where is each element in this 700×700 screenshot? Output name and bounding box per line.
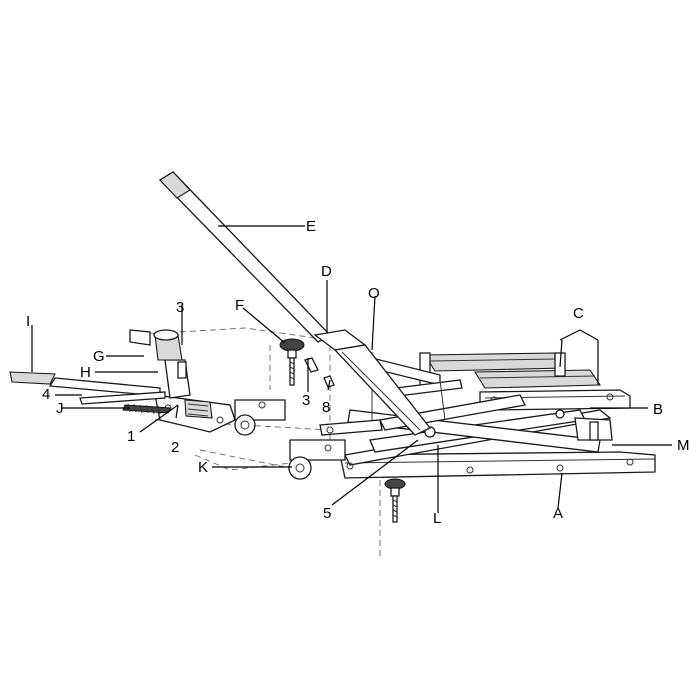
label-4: 4 [42, 386, 50, 403]
bolt-f [279, 338, 305, 386]
caster-upper [234, 399, 286, 436]
label-H: H [80, 364, 91, 381]
pump-assembly [129, 329, 236, 433]
label-B: B [653, 401, 663, 418]
label-3-lower: 3 [302, 392, 310, 409]
label-5: 5 [323, 505, 331, 522]
label-G: G [93, 348, 105, 365]
label-O: O [368, 285, 380, 302]
label-1: 1 [127, 428, 135, 445]
lower-support [319, 419, 383, 436]
label-F: F [235, 297, 244, 314]
callout-labels: E D O F 3 C I G H 4 3 8 J B 1 2 M K 5 L … [26, 218, 690, 527]
label-M: M [677, 437, 690, 454]
label-3-upper: 3 [176, 299, 184, 316]
label-I: I [26, 313, 30, 330]
label-L: L [433, 510, 441, 527]
lift-platform [419, 352, 631, 411]
release-lever [79, 391, 166, 405]
caster-lower [288, 439, 346, 480]
label-8: 8 [322, 399, 330, 416]
label-A: A [553, 505, 563, 522]
label-C: C [573, 305, 584, 322]
label-K: K [198, 459, 208, 476]
label-E: E [306, 218, 316, 235]
label-J: J [56, 400, 64, 417]
handle-socket [313, 329, 432, 436]
label-2: 2 [171, 439, 179, 456]
label-D: D [321, 263, 332, 280]
handle [158, 171, 332, 343]
leader-lines [31, 225, 672, 513]
bolt-bottom [384, 478, 406, 523]
